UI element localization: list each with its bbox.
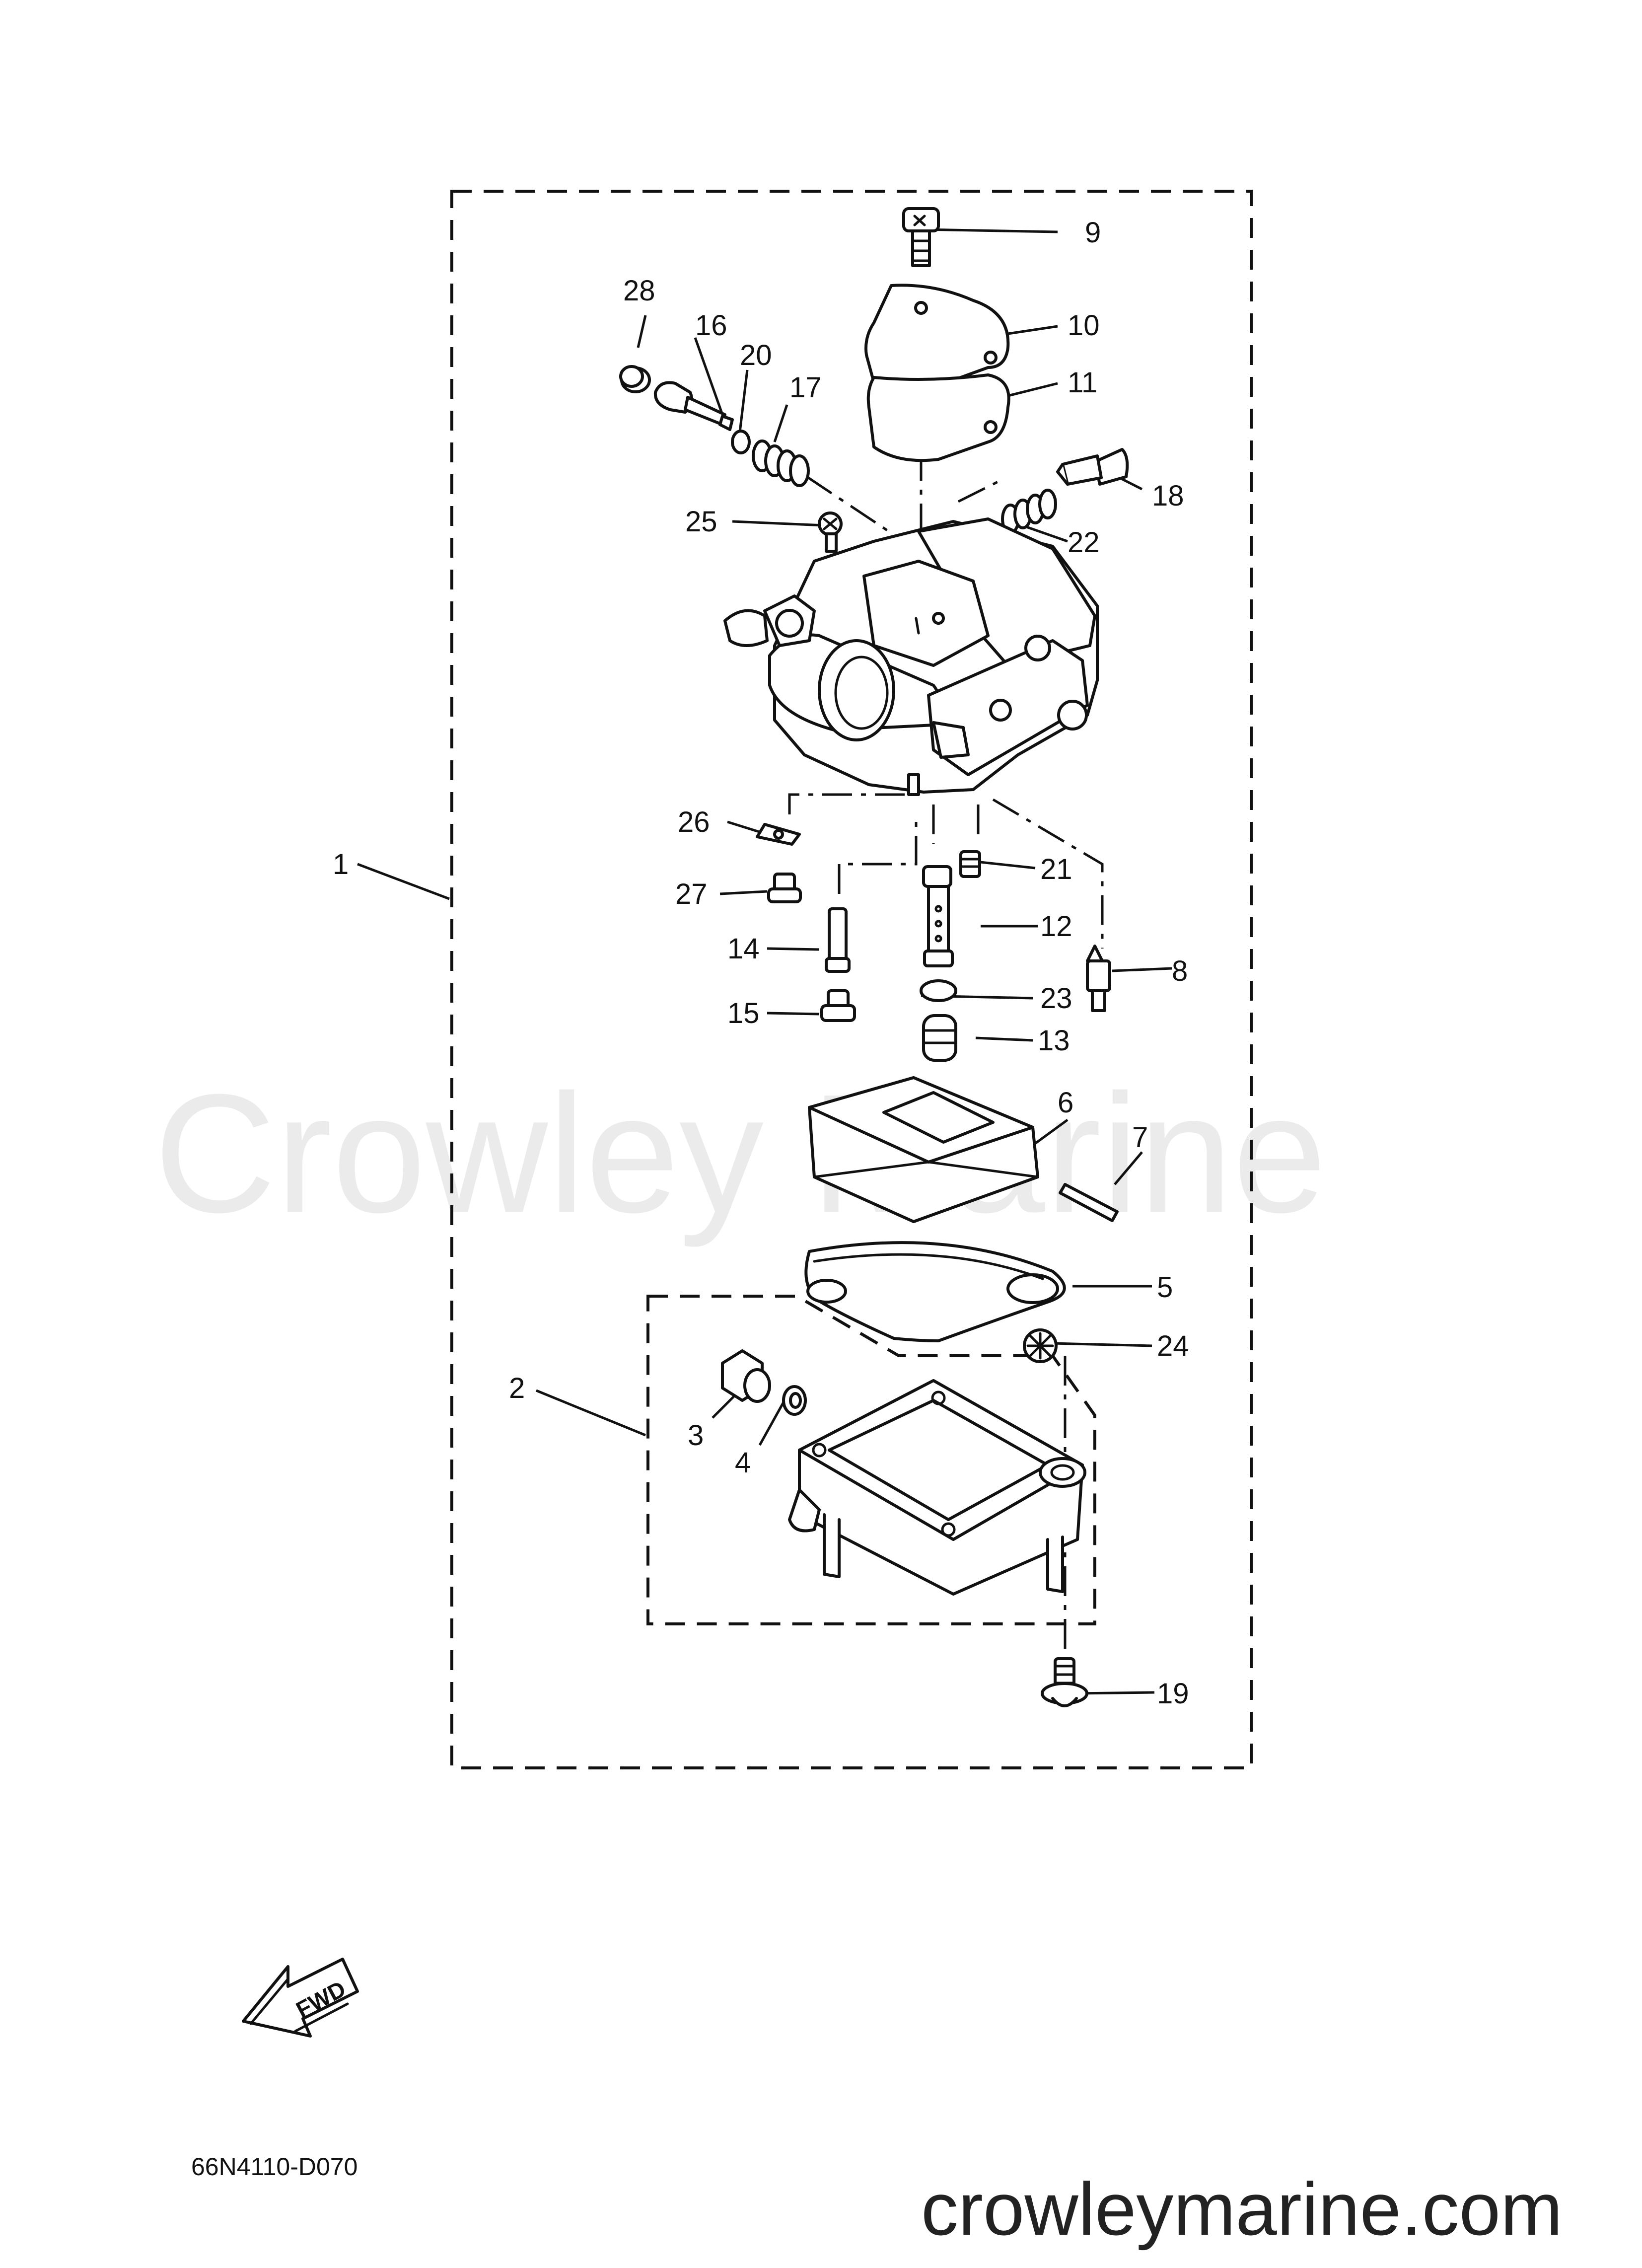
part-6-float	[808, 1076, 1039, 1223]
part-21-screw	[959, 850, 981, 878]
callout-25: 25	[685, 506, 717, 538]
carburetor-assembly-boundary	[450, 190, 1253, 1769]
website-label: crowleymarine.com	[921, 2167, 1563, 2251]
part-12-main-nozzle	[922, 865, 954, 967]
callout-3: 3	[688, 1419, 704, 1452]
part-5-gasket	[804, 1241, 1066, 1342]
callout-1: 1	[333, 848, 349, 880]
float-chamber-bowl	[788, 1379, 1086, 1596]
callout-21: 21	[1040, 853, 1072, 885]
part-18-pilot-screw	[1056, 448, 1129, 486]
part-9-screw	[902, 207, 940, 267]
callout-9: 9	[1085, 217, 1101, 249]
part-4-washer	[782, 1385, 807, 1416]
callout-13: 13	[1038, 1024, 1070, 1057]
callout-15: 15	[727, 997, 760, 1029]
callout-23: 23	[1040, 982, 1072, 1015]
callout-11: 11	[1068, 366, 1097, 399]
watermark: Crowley Marine	[154, 1059, 1327, 1248]
callout-10: 10	[1068, 309, 1100, 342]
part-15-plug-screw	[820, 989, 856, 1022]
callout-8: 8	[1172, 955, 1188, 987]
diagram-code: 66N4110-D070	[191, 2153, 357, 2181]
part-20-o-ring	[731, 430, 751, 454]
callout-19: 19	[1157, 1678, 1189, 1710]
carburetor-body	[723, 517, 1099, 796]
part-7-float-pin	[1059, 1183, 1119, 1222]
callout-6: 6	[1058, 1087, 1073, 1119]
callout-26: 26	[678, 806, 710, 838]
callout-20: 20	[740, 339, 772, 371]
part-16-throttle-stop-screw	[653, 381, 734, 431]
part-10-cover-plate	[864, 284, 1010, 393]
fwd-arrow-icon: FWD	[242, 1958, 359, 2038]
callout-24: 24	[1157, 1330, 1189, 1362]
callout-27: 27	[675, 878, 708, 910]
part-3-plug	[721, 1349, 771, 1403]
part-23-o-ring	[920, 979, 957, 1002]
part-17-spring	[752, 439, 810, 487]
part-11-gasket	[866, 373, 1010, 462]
callout-7: 7	[1132, 1121, 1148, 1154]
callout-28: 28	[623, 275, 655, 307]
callout-12: 12	[1040, 910, 1072, 943]
callout-17: 17	[789, 371, 822, 404]
callout-16: 16	[695, 309, 727, 342]
part-26-plate	[756, 823, 801, 846]
part-14-pilot-jet	[825, 907, 851, 973]
part-24-drain-plug	[1023, 1328, 1058, 1363]
part-27-screw	[767, 873, 802, 903]
callout-5: 5	[1157, 1271, 1173, 1304]
callout-22: 22	[1068, 526, 1100, 559]
part-25-screw	[818, 512, 843, 553]
part-8-needle-valve	[1086, 945, 1111, 1012]
part-19-screw	[1041, 1657, 1088, 1707]
callout-18: 18	[1152, 480, 1184, 512]
callout-14: 14	[727, 933, 760, 965]
part-13-main-jet	[922, 1014, 957, 1062]
leader-lines	[357, 228, 1172, 1695]
part-28-cap	[619, 365, 651, 393]
callout-labels: 1 2 3 4 5 6 7 8 9 10 11 12 13 14 15 16 1…	[333, 217, 1189, 1710]
float-chamber-boundary	[646, 1295, 1096, 1625]
callout-4: 4	[735, 1447, 751, 1479]
part-22-spring	[1001, 489, 1057, 534]
callout-2: 2	[509, 1372, 525, 1404]
